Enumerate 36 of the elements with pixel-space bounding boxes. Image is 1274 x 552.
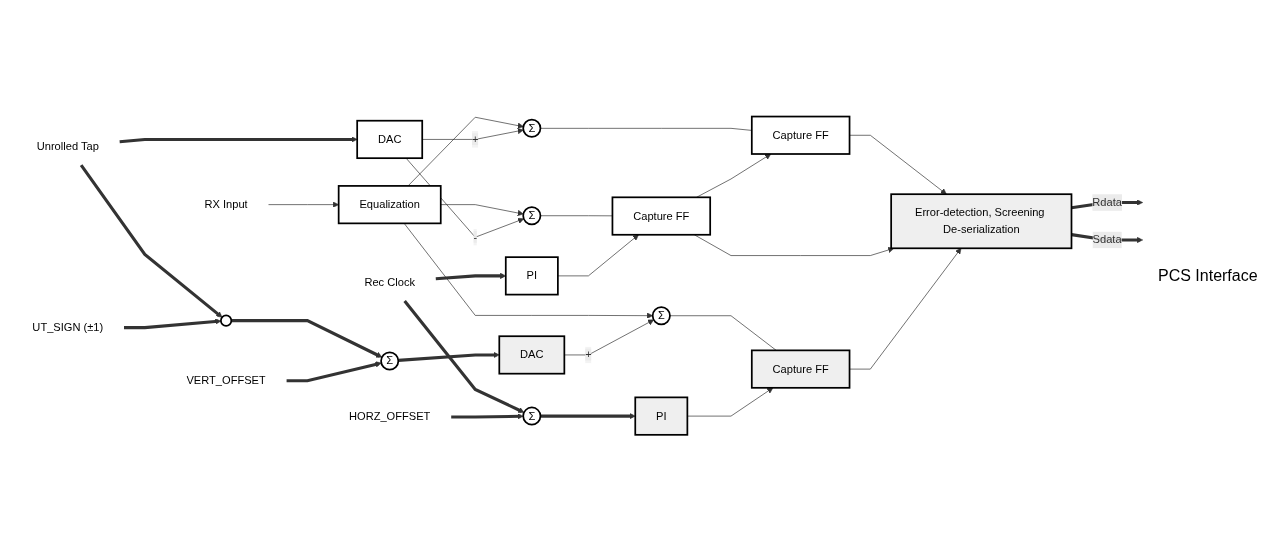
edge-label: - <box>473 230 478 243</box>
node-box: PI <box>504 256 559 296</box>
node-circle: Σ <box>522 406 542 426</box>
edge-label: + <box>585 348 592 361</box>
node-circle <box>220 314 233 327</box>
edge-label: Rdata <box>1092 196 1122 208</box>
node-circle: Σ <box>651 306 671 326</box>
node-box: Error-detection, Screening De-serialization <box>890 193 1073 249</box>
edge-label: + <box>472 133 479 145</box>
arrow <box>119 136 358 144</box>
arrow <box>451 413 524 420</box>
node-box: Equalization <box>337 184 442 225</box>
node-text: RX Input <box>204 198 248 211</box>
node-box: DAC <box>356 119 424 159</box>
arrow <box>398 351 500 362</box>
node-box: Capture FF <box>750 349 851 389</box>
node-box: Capture FF <box>611 196 712 236</box>
node-circle: Σ <box>522 118 542 138</box>
node-text: HORZ_OFFSET <box>349 410 431 423</box>
arrow <box>231 318 383 358</box>
arrow <box>540 412 636 419</box>
arrow <box>286 361 382 383</box>
arrow <box>124 318 222 329</box>
node-text: UT_SIGN (±1) <box>32 321 104 333</box>
node-box: PI <box>634 396 689 436</box>
arrow <box>79 164 223 318</box>
interface-label: PCS Interface <box>1158 267 1259 285</box>
arrow <box>403 299 525 413</box>
node-text: Rec Clock <box>364 275 415 288</box>
node-text: Unrolled Tap <box>36 139 99 152</box>
node-box: Capture FF <box>750 115 851 155</box>
node-circle: Σ <box>522 206 542 226</box>
node-circle: Σ <box>380 351 400 371</box>
edge-label: Sdata <box>1092 233 1122 246</box>
node-box: DAC <box>498 335 566 375</box>
node-text: VERT_OFFSET <box>186 374 266 387</box>
